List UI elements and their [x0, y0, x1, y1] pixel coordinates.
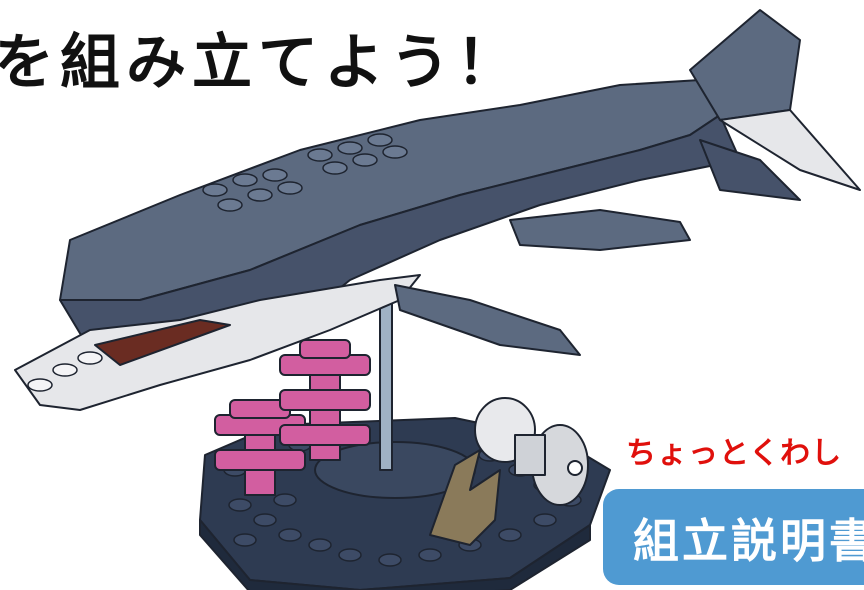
whale-studs	[27, 133, 408, 392]
page-headline: を組み立てよう！	[0, 28, 522, 98]
detail-note: ちょっとくわし	[626, 436, 843, 471]
assembly-instructions-label: 組立説明書	[633, 514, 864, 568]
assembly-instructions-button[interactable]: 組立説明書	[603, 489, 864, 585]
shell-decoration	[474, 397, 589, 506]
whale-body	[14, 9, 861, 411]
coral	[214, 339, 371, 496]
seaweed	[429, 449, 501, 546]
stand-pole	[379, 299, 393, 471]
